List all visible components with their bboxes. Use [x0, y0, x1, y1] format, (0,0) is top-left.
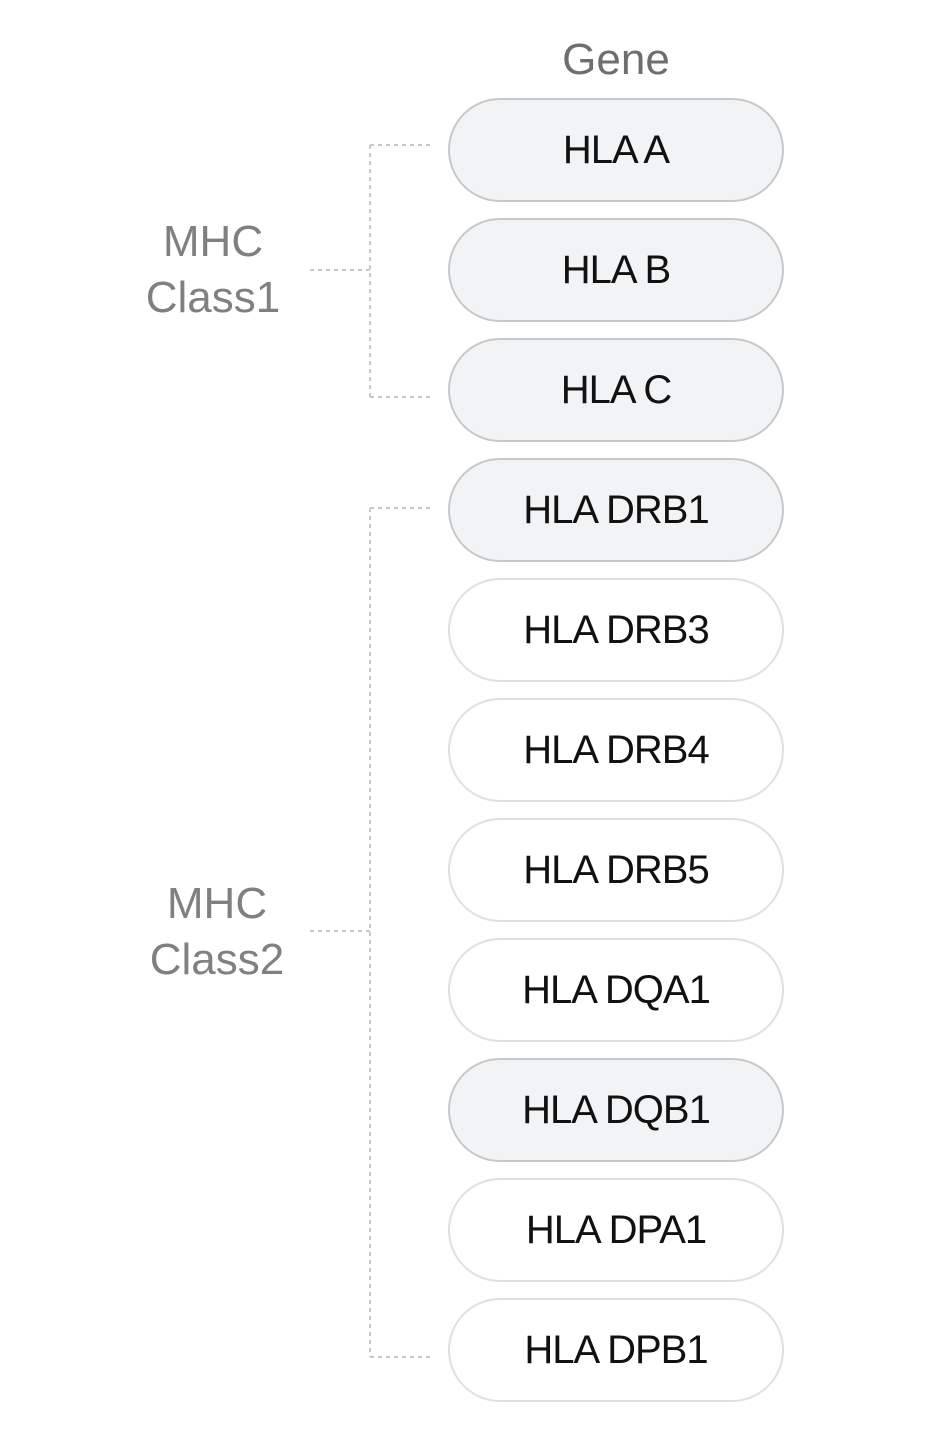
group-label-class1-line2: Class1: [145, 273, 281, 322]
gene-pill-hla-dqa1: HLA DQA1: [448, 938, 784, 1042]
gene-pill-hla-dqb1: HLA DQB1: [448, 1058, 784, 1162]
group-label-class2-line2: Class2: [149, 935, 285, 984]
gene-pill-hla-a: HLA A: [448, 98, 784, 202]
gene-pill-hla-drb4: HLA DRB4: [448, 698, 784, 802]
gene-pill-hla-b: HLA B: [448, 218, 784, 322]
group-label-class1-line1: MHC: [162, 217, 264, 266]
class1-bracket: [310, 144, 430, 398]
gene-pill-hla-dpa1: HLA DPA1: [448, 1178, 784, 1282]
gene-pill-hla-dpb1: HLA DPB1: [448, 1298, 784, 1402]
gene-pill-hla-c: HLA C: [448, 338, 784, 442]
group-label-class2: MHC Class2: [142, 876, 292, 988]
gene-pill-hla-drb1: HLA DRB1: [448, 458, 784, 562]
gene-column-header: Gene: [562, 35, 670, 84]
gene-pill-hla-drb3: HLA DRB3: [448, 578, 784, 682]
group-label-class2-line1: MHC: [166, 879, 268, 928]
group-label-class1: MHC Class1: [138, 214, 288, 326]
gene-pill-hla-drb5: HLA DRB5: [448, 818, 784, 922]
class2-bracket: [310, 507, 430, 1358]
